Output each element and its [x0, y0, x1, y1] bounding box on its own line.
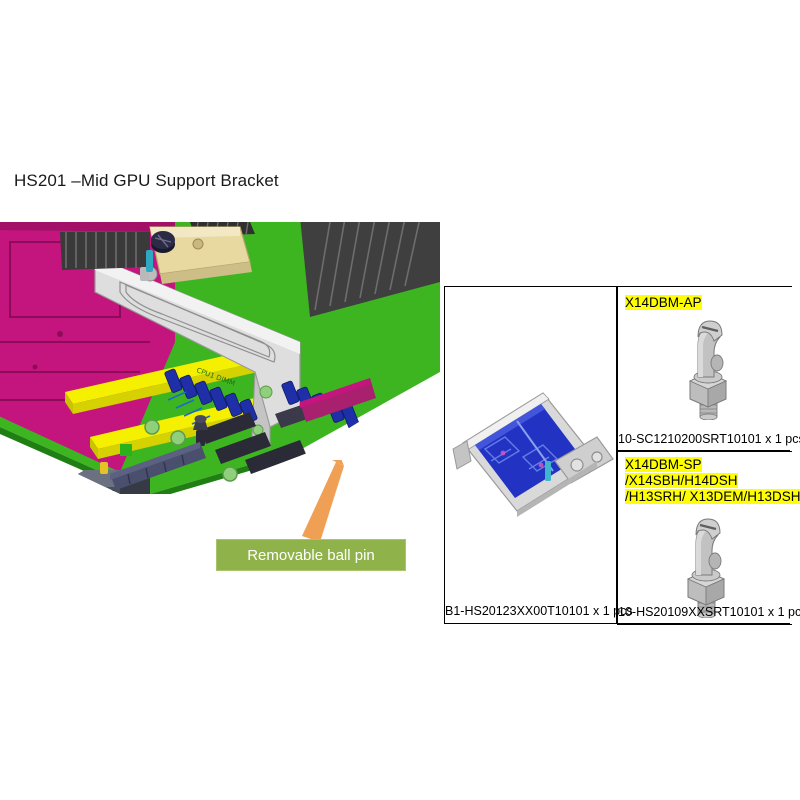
parts-cell-bracket: B1-HS20123XX00T10101 x 1 pcs [444, 286, 633, 624]
table-rule-middle [617, 451, 792, 452]
page-title: HS201 –Mid GPU Support Bracket [14, 171, 279, 190]
ball-pin-icon [686, 518, 726, 618]
ball-pin-icon [688, 320, 728, 420]
parts-cell-ball-pin-sp: X14DBM-SP /X14SBH/H14DSH /H13SRH/ X13DEM… [617, 451, 800, 624]
bracket-isometric-icon [452, 392, 614, 517]
ball-pin-sp-label: X14DBM-SP /X14SBH/H14DSH /H13SRH/ X13DEM… [625, 457, 800, 504]
callout-label: Removable ball pin [247, 546, 375, 564]
table-rule-bottom [617, 624, 792, 625]
table-rule-top [617, 286, 792, 287]
ball-pin-ap-caption: 10-SC1210200SRT10101 x 1 pcs [618, 432, 800, 446]
ball-pin-on-board [193, 415, 208, 446]
parts-cell-ball-pin-ap: X14DBM-AP 10-SC121020 [617, 286, 800, 451]
assembly-illustration: HS201 [0, 222, 440, 512]
svg-text:HS201: HS201 [70, 498, 96, 507]
bracket-caption: B1-HS20123XX00T10101 x 1 pcs [445, 604, 633, 618]
callout-box: Removable ball pin [216, 539, 406, 571]
parts-table: B1-HS20123XX00T10101 x 1 pcs X14DBM-AP [444, 286, 800, 625]
ball-pin-ap-label: X14DBM-AP [625, 295, 702, 310]
ball-pin-sp-caption: 10-HS20109XXSRT10101 x 1 pcs [618, 605, 800, 619]
